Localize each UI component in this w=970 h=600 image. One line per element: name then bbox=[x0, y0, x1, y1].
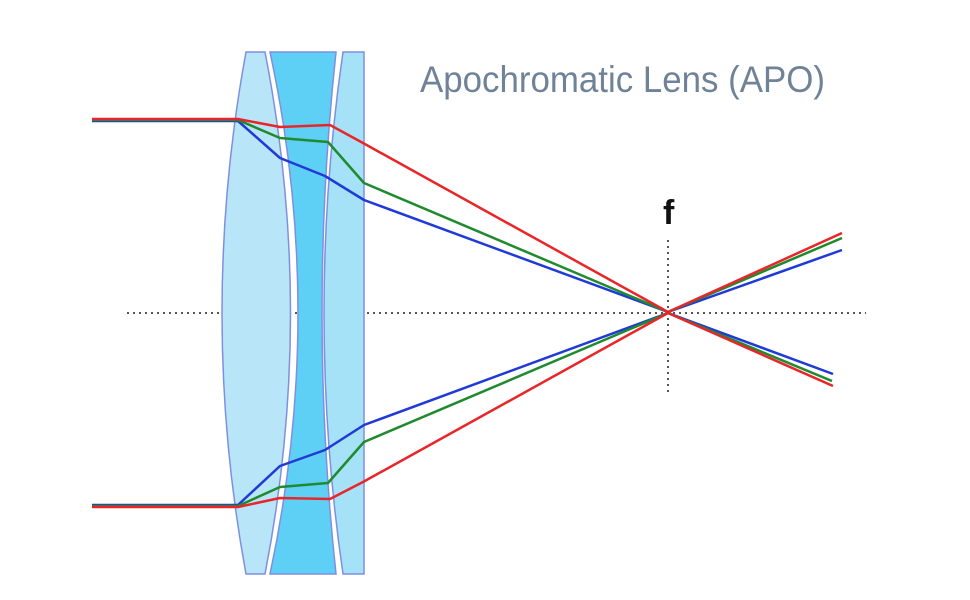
lens-element-2-biconcave bbox=[269, 51, 337, 575]
lens-element-3-planoconvex bbox=[323, 51, 365, 575]
ray-top-red bbox=[92, 117, 843, 314]
lens-element-1-biconvex bbox=[221, 51, 292, 575]
ray-bottom-green bbox=[92, 311, 833, 508]
diagram-title: Apochromatic Lens (APO) bbox=[420, 59, 825, 100]
ray-bottom-red bbox=[92, 311, 834, 509]
ray-bottom-blue bbox=[92, 311, 834, 507]
focal-point-label: f bbox=[663, 194, 675, 232]
